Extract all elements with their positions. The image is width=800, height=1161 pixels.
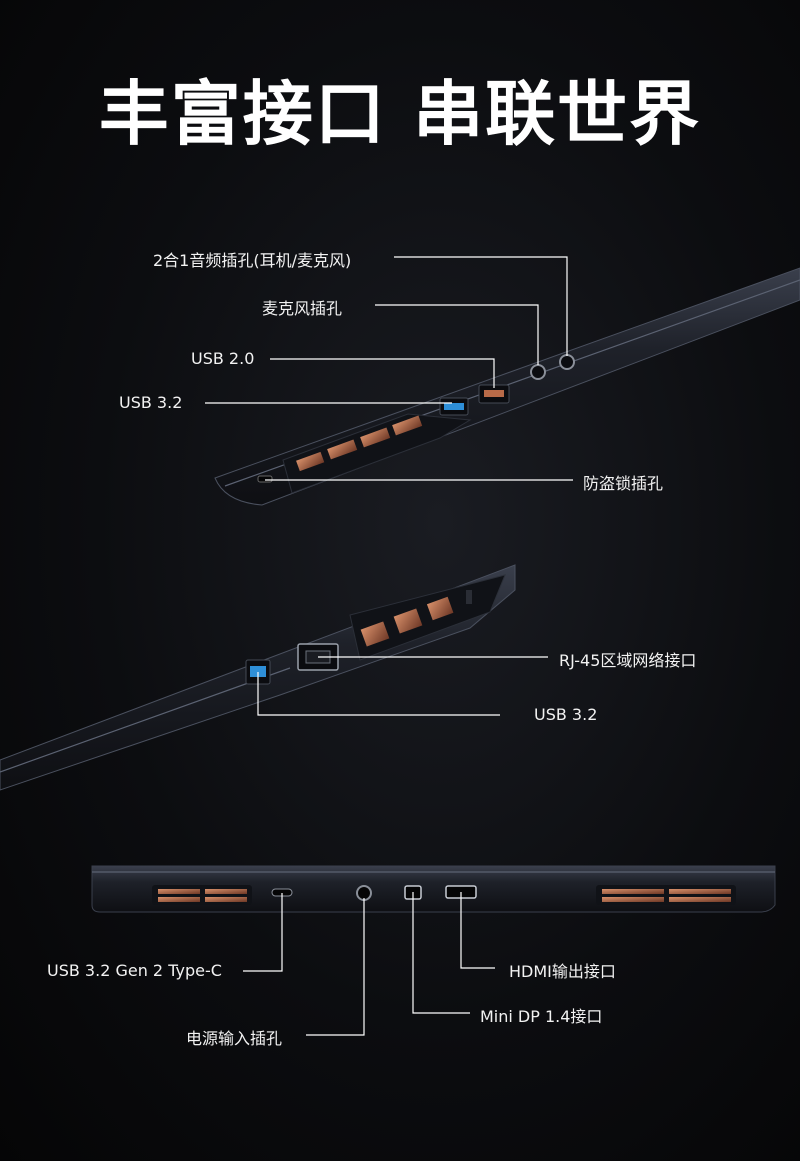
label-mic: 麦克风插孔 (262, 299, 343, 318)
label-power: 电源输入插孔 (186, 1029, 283, 1048)
label-hdmi: HDMI输出接口 (509, 962, 616, 981)
page-title: 丰富接口 串联世界 (98, 73, 702, 155)
laptop-rear (91, 865, 776, 913)
line-audio-combo (394, 256, 568, 356)
line-mic (375, 304, 539, 365)
line-usb32-right (257, 672, 500, 716)
label-usb32-right: USB 3.2 (534, 705, 598, 724)
line-usb20 (270, 358, 495, 388)
mic-jack (530, 364, 546, 380)
lock-slot (257, 475, 273, 483)
rear-vent-left (152, 885, 252, 905)
line-hdmi (460, 892, 495, 969)
label-minidp: Mini DP 1.4接口 (480, 1007, 603, 1026)
power-jack (356, 885, 372, 901)
laptop-left-side (214, 267, 800, 506)
audio-combo-jack (559, 354, 575, 370)
rear-vent-right (596, 885, 736, 905)
line-power (306, 898, 365, 1036)
label-audio-combo: 2合1音频插孔(耳机/麦克风) (153, 251, 352, 270)
line-typec (243, 893, 283, 972)
vent-slots-right (360, 590, 472, 647)
label-rj45: RJ-45区域网络接口 (559, 651, 697, 670)
label-usb32-left: USB 3.2 (119, 393, 183, 412)
label-usb20: USB 2.0 (191, 349, 255, 368)
callout-lines (205, 256, 573, 1036)
label-lock: 防盗锁插孔 (583, 474, 664, 493)
line-minidp (412, 892, 470, 1014)
vent-slots-left (296, 415, 423, 472)
label-typec: USB 3.2 Gen 2 Type-C (47, 961, 222, 980)
